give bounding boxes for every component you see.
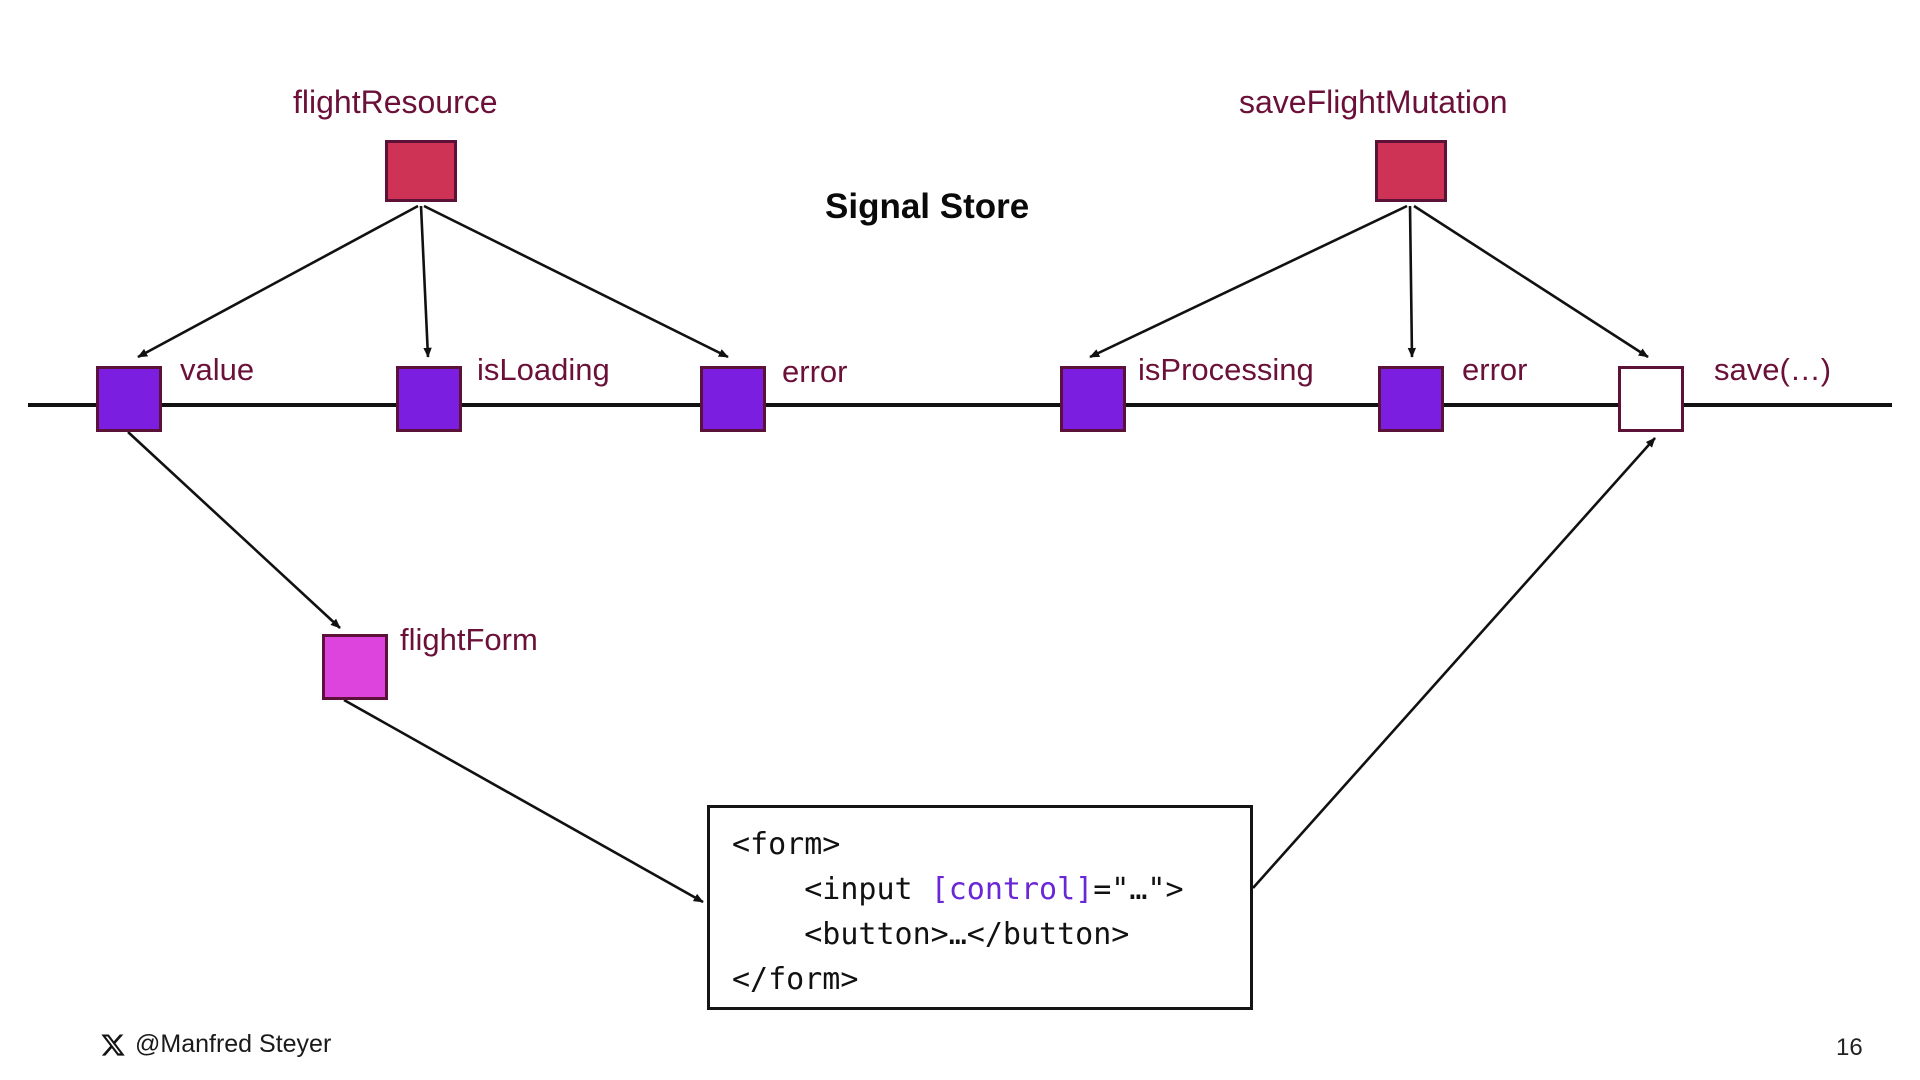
template-code-text: <form> <input [control]="…"> <button>…</… <box>732 822 1228 1002</box>
node-signal-isprocessing[interactable] <box>1060 366 1126 432</box>
node-signal-error-save[interactable] <box>1378 366 1444 432</box>
edge-flightresource-to-isloading <box>419 205 432 358</box>
code-token-binding: [control] <box>930 872 1094 907</box>
label-signal-error-save: error <box>1462 352 1528 387</box>
edge-savemutation-to-error <box>1407 205 1417 358</box>
edge-flightresource-to-value <box>137 204 419 359</box>
node-signal-error-load[interactable] <box>700 366 766 432</box>
edge-savemutation-to-save <box>1413 204 1649 359</box>
label-saveflightmutation: saveFlightMutation <box>1239 84 1508 120</box>
node-flightresource[interactable] <box>385 140 457 202</box>
edge-flightresource-to-error <box>423 204 729 359</box>
node-signal-value[interactable] <box>96 366 162 432</box>
node-method-save[interactable] <box>1618 366 1684 432</box>
footer-handle-text: @Manfred Steyer <box>135 1030 332 1058</box>
label-signal-isprocessing: isProcessing <box>1138 352 1314 387</box>
label-signal-isloading: isLoading <box>477 352 610 387</box>
code-token-plain: ="…"> <box>1093 872 1184 907</box>
code-token-plain: <form> <box>732 827 841 862</box>
label-method-save: save(…) <box>1714 352 1832 387</box>
label-flightform: flightForm <box>400 622 538 657</box>
footer-handle[interactable]: @Manfred Steyer <box>100 1030 331 1059</box>
node-signal-isloading[interactable] <box>396 366 462 432</box>
edge-value-to-flightform <box>127 431 341 629</box>
x-logo-icon <box>101 1033 125 1056</box>
label-signal-error-load: error <box>782 354 848 389</box>
edge-flightform-to-template <box>343 698 704 904</box>
edge-template-to-save <box>1252 437 1656 889</box>
template-code-block: <form> <input [control]="…"> <button>…</… <box>707 805 1253 1010</box>
code-token-plain: <button>…</button> <box>732 917 1130 952</box>
code-token-plain: </form> <box>732 962 859 997</box>
node-flightform[interactable] <box>322 634 388 700</box>
page-number: 16 <box>1836 1034 1863 1061</box>
edge-savemutation-to-isprocessing <box>1089 204 1408 359</box>
code-token-plain: <input <box>732 872 931 907</box>
label-flightresource: flightResource <box>293 84 498 120</box>
node-saveflightmutation[interactable] <box>1375 140 1447 202</box>
label-signal-value: value <box>180 352 255 387</box>
store-title: Signal Store <box>825 187 1030 226</box>
